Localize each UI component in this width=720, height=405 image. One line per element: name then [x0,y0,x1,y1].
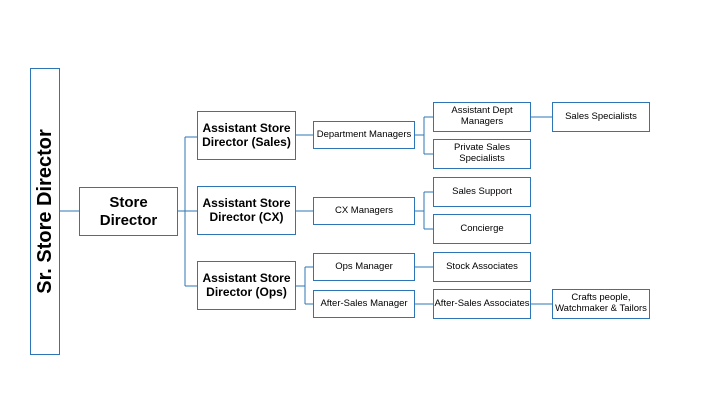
node-label: Sales Support [452,185,512,197]
node-label: CX Managers [334,204,394,216]
node-label: Assistant Store Director (Ops) [202,270,291,299]
node-after-sales-associates: After-Sales Associates [433,289,531,319]
node-sales-support: Sales Support [433,177,531,207]
node-label: Private Sales Specialists [454,142,510,164]
node-concierge: Concierge [433,214,531,244]
node-label: Sr. Store Director [33,129,56,294]
node-sales-specialists: Sales Specialists [552,102,650,132]
node-assistant-dept-managers: Assistant Dept Managers [433,102,531,132]
node-label: After-Sales Manager [320,297,408,309]
node-cx-managers: CX Managers [313,197,415,225]
node-crafts-people: Crafts people, Watchmaker & Tailors [552,289,650,319]
node-ops-manager: Ops Manager [313,253,415,281]
node-department-managers: Department Managers [313,121,415,149]
node-asd-sales: Assistant Store Director (Sales) [197,111,296,160]
node-label: Assistant Store Director (Sales) [202,120,291,149]
node-label: Ops Manager [335,260,393,272]
node-stock-associates: Stock Associates [433,252,531,282]
node-label: Stock Associates [446,260,518,272]
node-asd-ops: Assistant Store Director (Ops) [197,261,296,310]
node-asd-cx: Assistant Store Director (CX) [197,186,296,235]
node-label: After-Sales Associates [434,297,530,309]
node-label: Crafts people, Watchmaker & Tailors [555,292,647,314]
node-label: Assistant Store Director (CX) [202,195,291,224]
node-store-director: Store Director [79,187,178,236]
node-label: Store Director [99,194,158,229]
node-sr-store-director: Sr. Store Director [30,68,60,355]
node-label: Department Managers [316,128,412,140]
node-label: Assistant Dept Managers [451,105,513,127]
node-private-sales-specialists: Private Sales Specialists [433,139,531,169]
node-label: Concierge [460,222,504,234]
node-after-sales-manager: After-Sales Manager [313,290,415,318]
node-label: Sales Specialists [565,110,637,122]
